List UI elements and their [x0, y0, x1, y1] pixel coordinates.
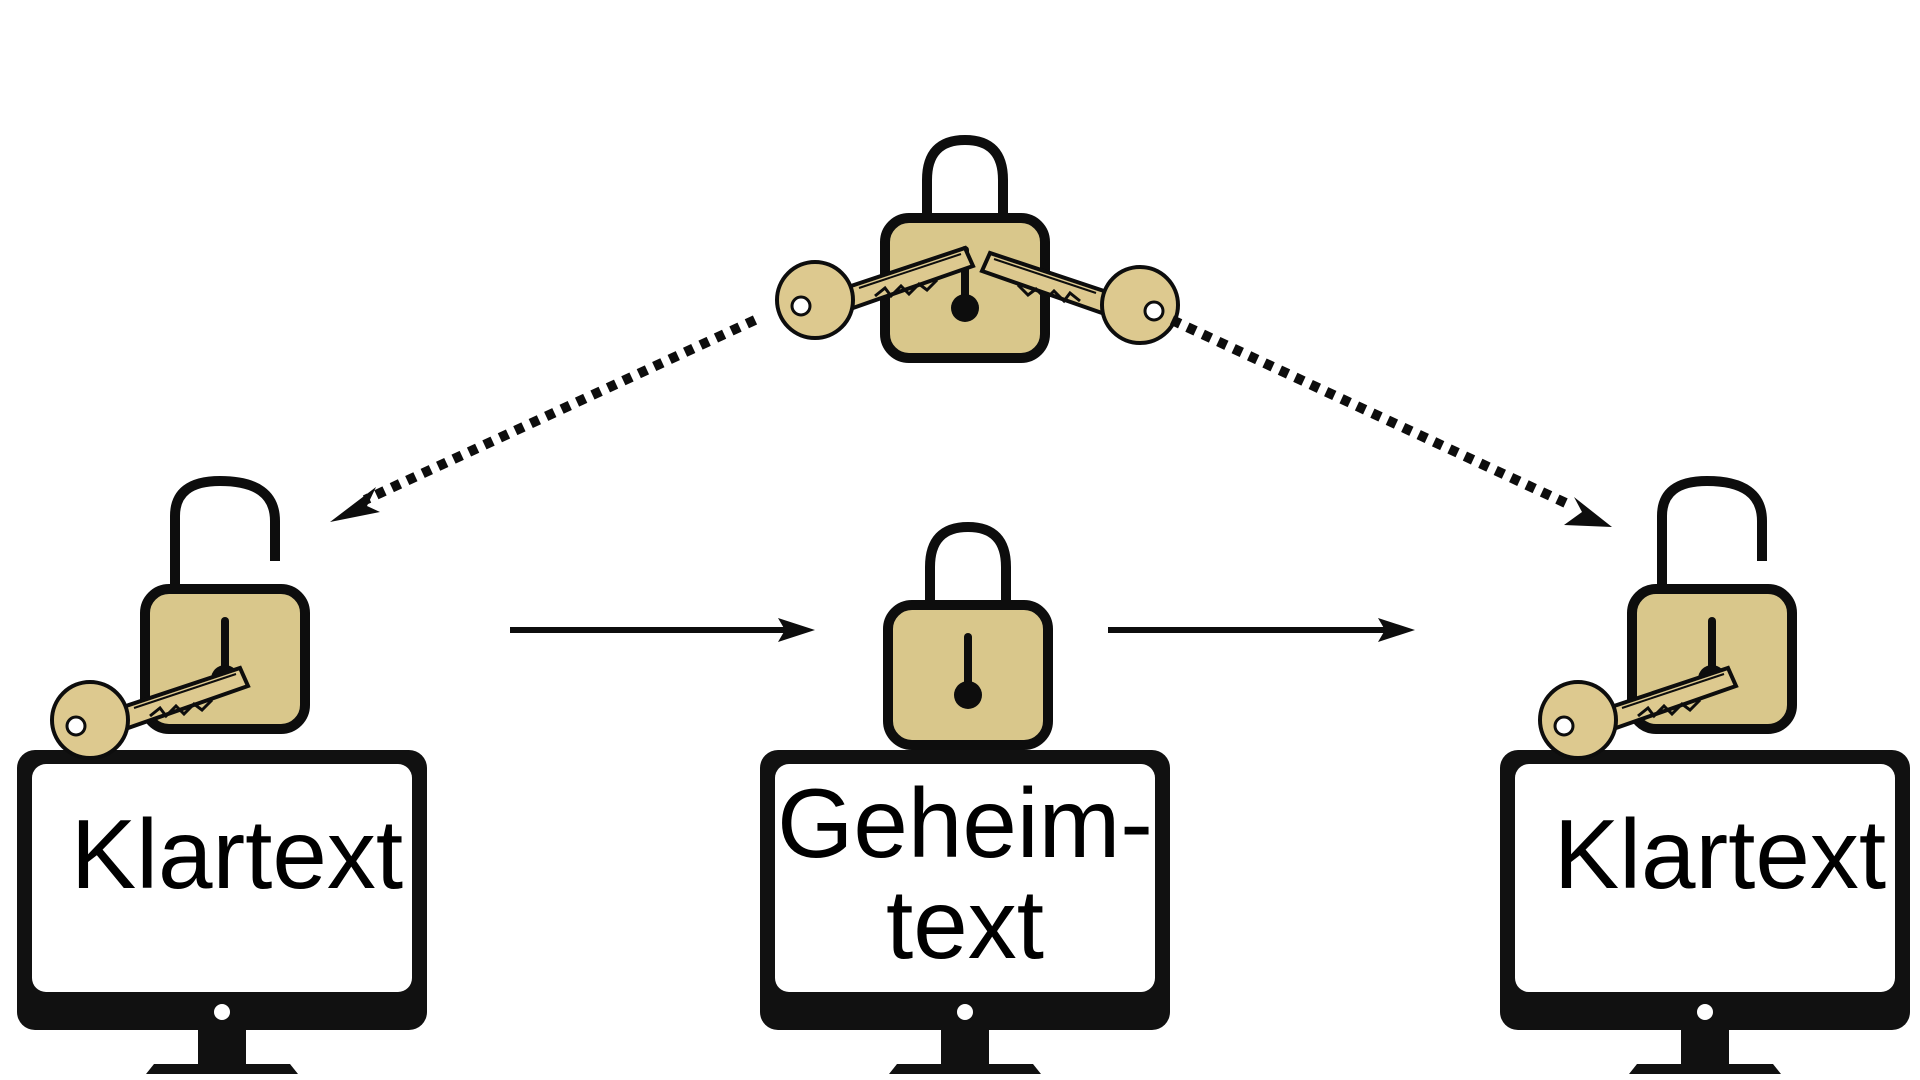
- decrypt-flow-arrow: [1108, 618, 1415, 642]
- sender-plaintext-label: Klartext: [71, 799, 403, 909]
- encrypt-flow-arrow: [510, 618, 815, 642]
- channel-ciphertext-line-2: text: [886, 869, 1044, 979]
- channel-ciphertext-line-1: Geheim-: [777, 768, 1153, 878]
- shared-key-group: [775, 140, 1180, 358]
- receiver-node: Klartext: [1499, 481, 1911, 1075]
- channel-closed-padlock-icon: [888, 527, 1048, 745]
- receiver-plaintext-label: Klartext: [1554, 799, 1886, 909]
- key-distribution-arrow-left: [330, 315, 758, 522]
- key-distribution-arrow-right: [1169, 315, 1612, 527]
- channel-node: Geheim- text: [759, 527, 1171, 1075]
- sender-node: Klartext: [16, 481, 428, 1075]
